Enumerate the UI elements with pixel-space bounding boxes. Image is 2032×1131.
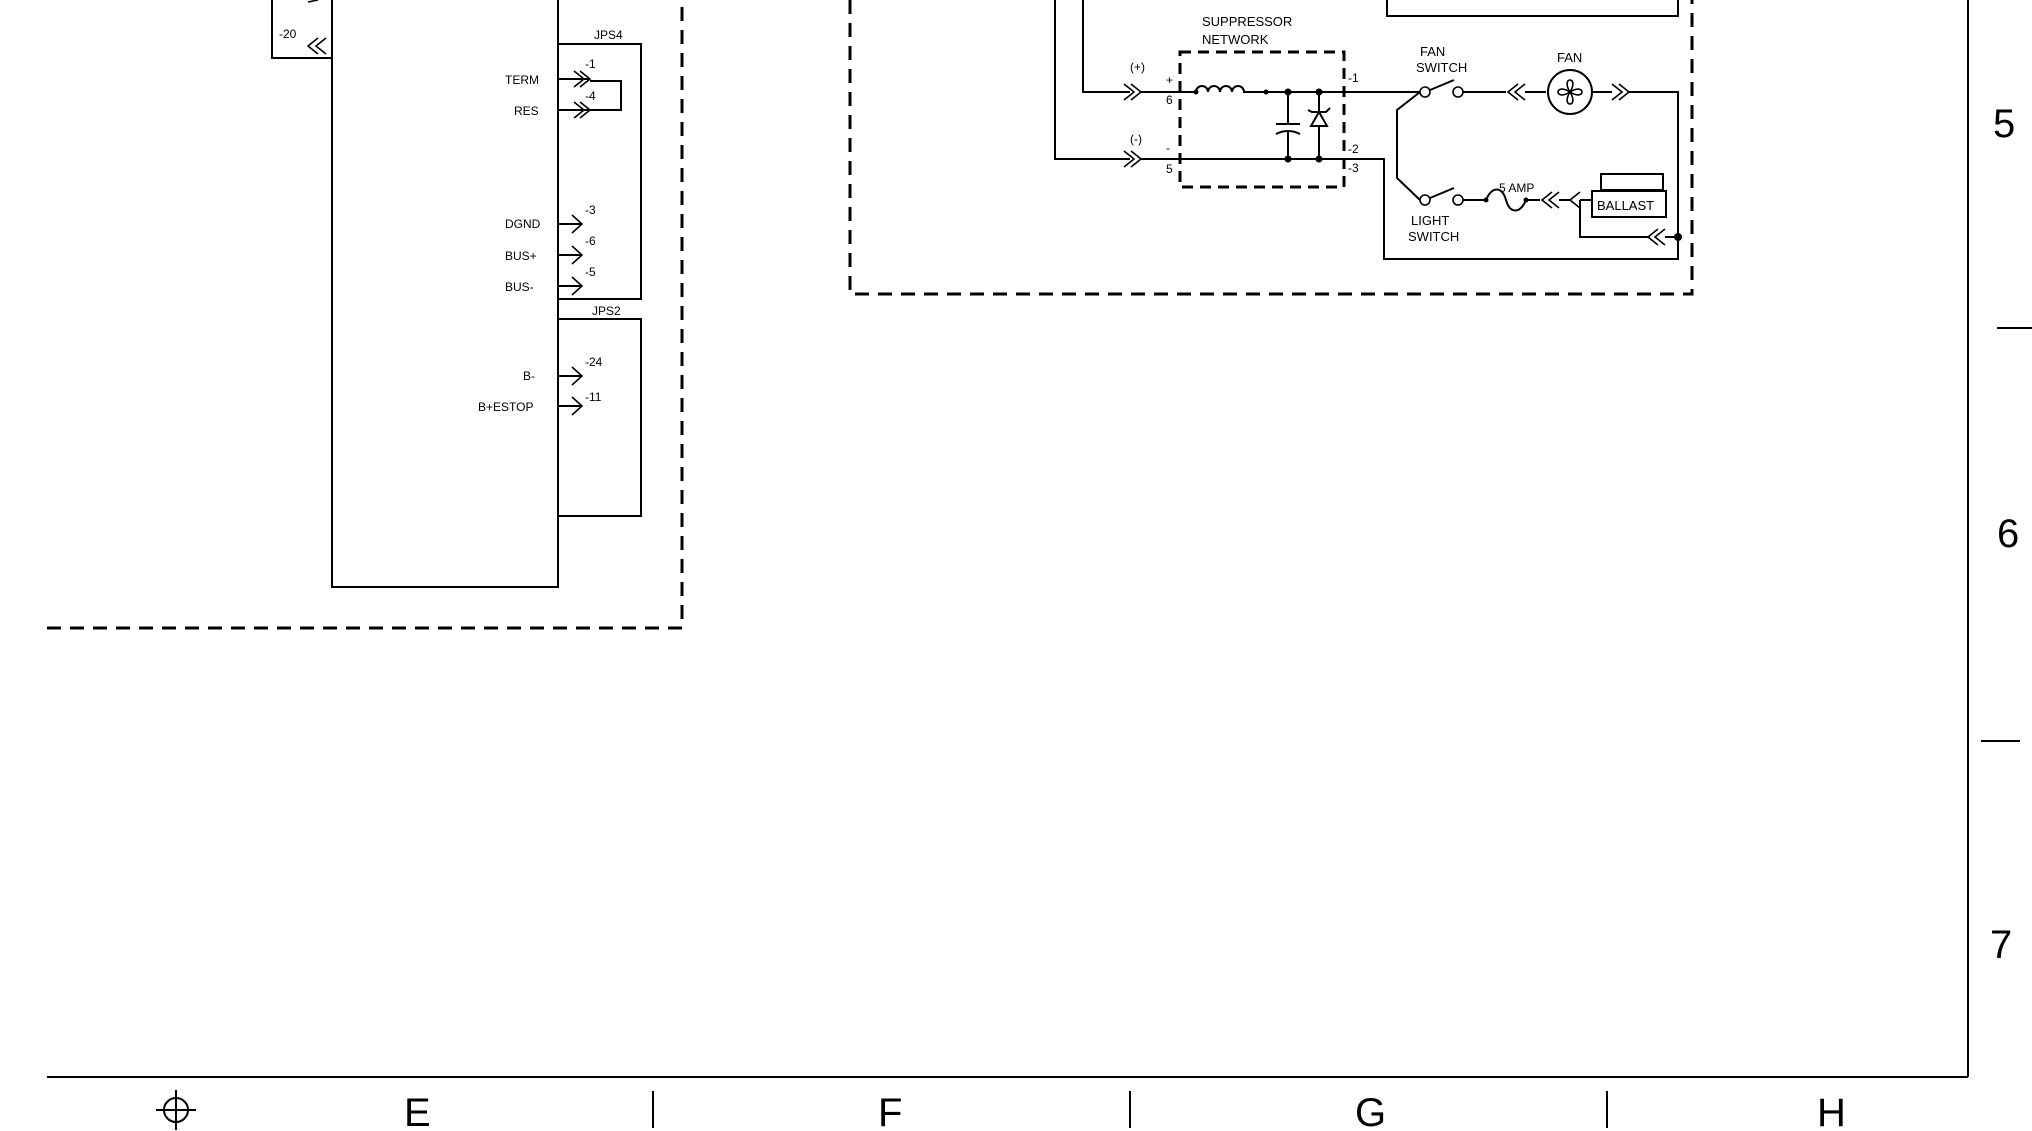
fuse-symbol bbox=[1463, 188, 1540, 212]
term-pin: -1 bbox=[585, 57, 596, 71]
fan-return-wire bbox=[1629, 91, 1679, 237]
dgnd-pin: -3 bbox=[585, 203, 596, 217]
light-circuit: LIGHT SWITCH 5 AMP BALLAST bbox=[1344, 91, 1682, 260]
busn-label: BUS- bbox=[505, 280, 534, 294]
ballast-label: BALLAST bbox=[1597, 198, 1654, 213]
out-pin-1: -1 bbox=[1348, 71, 1359, 85]
wire-positive-in bbox=[1082, 0, 1130, 93]
out-pin-3: -3 bbox=[1348, 161, 1359, 175]
fan-label: FAN bbox=[1557, 50, 1582, 65]
capacitor-symbol bbox=[1275, 88, 1301, 163]
out-pin-2: -2 bbox=[1348, 142, 1359, 156]
bneg-label: B- bbox=[523, 369, 535, 383]
inductor-symbol bbox=[1180, 85, 1344, 93]
light-switch-label: LIGHT bbox=[1411, 213, 1449, 228]
row-zone-7: 7 bbox=[1990, 923, 2012, 967]
connector-pin-20: -20 bbox=[271, 0, 332, 59]
bneg-pin: -24 bbox=[585, 355, 603, 369]
power-panel-enclosure bbox=[848, 0, 1694, 296]
suppressor-network: SUPPRESSOR NETWORK + 6 - 5 bbox=[1166, 14, 1359, 189]
term-res-jumper bbox=[590, 80, 622, 111]
pos-label: (+) bbox=[1130, 60, 1145, 74]
dgnd-label: DGND bbox=[505, 217, 541, 231]
col-zone-g: G bbox=[1355, 1091, 1386, 1131]
fan-switch-label: FAN bbox=[1420, 44, 1445, 59]
suppressor-title2: NETWORK bbox=[1202, 32, 1269, 47]
res-label: RES bbox=[514, 104, 539, 118]
bestop-pin: -11 bbox=[585, 390, 602, 404]
plus-sign: + bbox=[1166, 73, 1173, 87]
col-zone-h: H bbox=[1817, 1091, 1846, 1131]
jps2-title: JPS2 bbox=[592, 304, 621, 318]
controller-enclosure bbox=[47, 0, 684, 630]
bestop-label: B+ESTOP bbox=[478, 400, 533, 414]
col-zone-f: F bbox=[878, 1091, 902, 1131]
neg-label: (-) bbox=[1130, 132, 1142, 146]
light-return-wire bbox=[1344, 158, 1679, 260]
busp-label: BUS+ bbox=[505, 249, 537, 263]
busn-pin: -5 bbox=[585, 265, 596, 279]
res-pin: -4 bbox=[585, 89, 596, 103]
ballast-block: BALLAST bbox=[1591, 173, 1667, 218]
light-switch-label2: SWITCH bbox=[1408, 229, 1459, 244]
upper-box-fragment bbox=[1386, 0, 1679, 17]
row-zone-6: 6 bbox=[1997, 512, 2019, 556]
pin-5: 5 bbox=[1166, 162, 1173, 176]
tvs-diode-symbol bbox=[1307, 88, 1331, 163]
wire-negative-in bbox=[1054, 0, 1130, 160]
drawing-frame: 5 6 7 E F G H bbox=[47, 0, 2032, 1131]
minus-sign: - bbox=[1166, 141, 1170, 155]
fan-switch-label2: SWITCH bbox=[1416, 60, 1467, 75]
pin-20-label: -20 bbox=[279, 27, 297, 41]
fan-circuit: FAN SWITCH FAN bbox=[1344, 44, 1679, 237]
suppressor-title: SUPPRESSOR bbox=[1202, 14, 1292, 29]
col-zone-e: E bbox=[404, 1091, 431, 1131]
controller-section: -20 JPS4 TERM -1 RES -4 DGND -3 BUS+ bbox=[47, 0, 684, 630]
connector-jps2: JPS2 B- -24 B+ESTOP -11 bbox=[478, 304, 642, 517]
pin-6: 6 bbox=[1166, 93, 1173, 107]
busp-pin: -6 bbox=[585, 234, 596, 248]
connector-jps4: JPS4 TERM -1 RES -4 DGND -3 BUS+ -6 bbox=[505, 28, 642, 300]
registration-mark-icon bbox=[156, 1090, 196, 1130]
row-zone-5: 5 bbox=[1993, 102, 2015, 146]
fuse-label: 5 AMP bbox=[1499, 181, 1534, 195]
term-label: TERM bbox=[505, 73, 539, 87]
jps4-title: JPS4 bbox=[594, 28, 623, 42]
power-panel-section: (+) (-) SUPPRESSOR NETWORK + 6 - 5 bbox=[848, 0, 1694, 296]
fan-icon bbox=[1547, 69, 1593, 115]
